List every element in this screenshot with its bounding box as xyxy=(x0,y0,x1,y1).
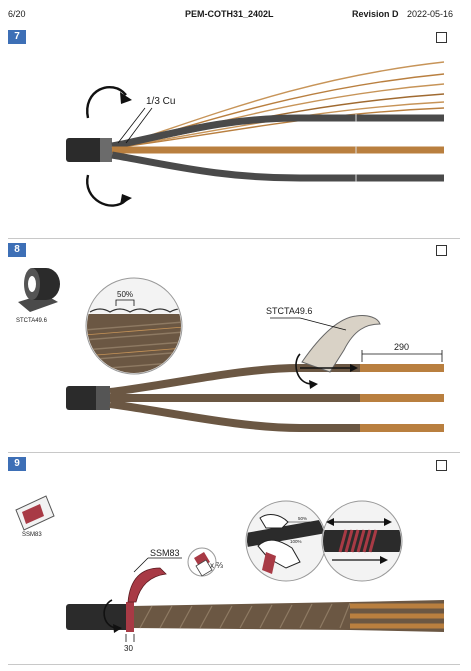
taped-core-lower xyxy=(109,400,360,432)
step-8-checkbox[interactable] xyxy=(436,245,447,256)
section-divider xyxy=(8,452,460,453)
cable-jacket-edge xyxy=(100,138,112,162)
revision-date: 2022-05-16 xyxy=(407,9,454,19)
cable-jacket xyxy=(66,138,110,162)
tape-icon-label: SSM83 xyxy=(22,532,42,538)
cable-jacket xyxy=(66,386,100,410)
page-number: 6/20 xyxy=(8,9,26,19)
red-tape-band xyxy=(126,602,134,632)
upper-core xyxy=(111,114,444,150)
step-8-illustration: STCTA49.6 50% STCTA49.6 xyxy=(16,268,444,432)
rotate-arrow-up-icon xyxy=(86,85,127,119)
step-9-illustration: SSM83 50% 100% SSM83 x ⅔ xyxy=(15,495,444,653)
step-7-checkbox[interactable] xyxy=(436,32,447,43)
tape-callout-label: STCTA49.6 xyxy=(266,306,312,316)
overlap-label: 50% xyxy=(117,290,133,299)
small-pct-label: 50% xyxy=(298,516,307,521)
dimension-label: 30 xyxy=(124,644,133,653)
document-id: PEM-COTH31_2402L xyxy=(185,9,274,19)
tape-roll-icon xyxy=(18,268,60,312)
section-divider xyxy=(8,664,460,665)
step-7-illustration: 1/3 Cu xyxy=(66,61,445,207)
step-9-checkbox[interactable] xyxy=(436,460,447,471)
cu-label: 1/3 Cu xyxy=(146,96,175,107)
dimension-label: 290 xyxy=(394,342,409,352)
step-8-badge: 8 xyxy=(8,243,26,257)
section-divider xyxy=(8,238,460,239)
tape-roll-label: STCTA49.6 xyxy=(16,318,48,324)
lower-core xyxy=(111,151,444,182)
arrow-head-icon xyxy=(120,194,132,205)
tape-callout-label: SSM83 xyxy=(150,548,180,558)
revision-label: Revision D xyxy=(352,9,399,19)
full-pct-label: 100% xyxy=(290,539,302,544)
ssm83-tape-icon xyxy=(15,495,55,531)
rotate-arrow-down-icon xyxy=(86,174,127,207)
arrow-head-icon xyxy=(120,92,132,104)
step-9-badge: 9 xyxy=(8,457,26,471)
tape-strip xyxy=(301,315,381,373)
cable-jacket xyxy=(66,604,132,630)
taped-core-upper xyxy=(109,364,360,396)
page-header: 6/20 PEM-COTH31_2402L Revision D 2022-05… xyxy=(0,0,471,26)
step-7-badge: 7 xyxy=(8,30,26,44)
rotate-arrow-icon xyxy=(103,599,117,629)
multiplier-label: x ⅔ xyxy=(210,561,223,570)
rotate-arrow-icon xyxy=(295,353,313,385)
red-tape-strip xyxy=(127,567,167,603)
